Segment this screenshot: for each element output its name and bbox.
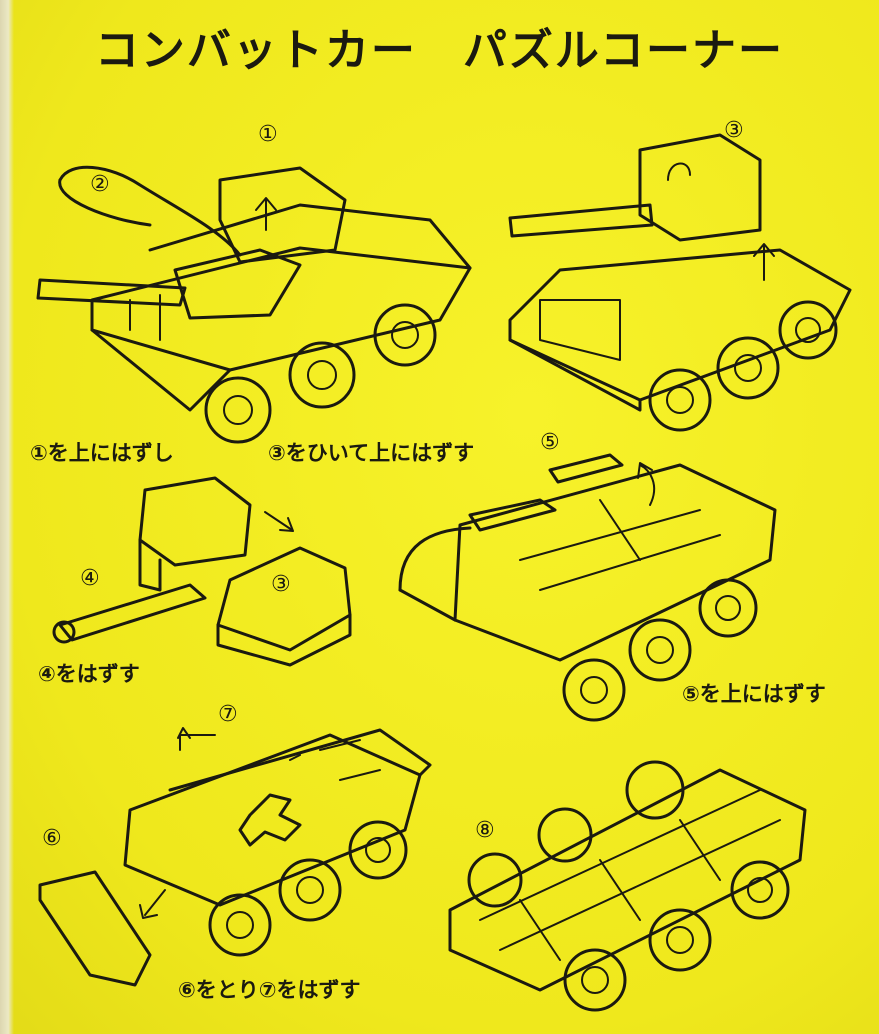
illustration-step-8 (448, 760, 807, 1012)
caption-step-1: ①を上にはずし (30, 441, 174, 465)
caption-step-6-7: ⑥をとり⑦をはずす (178, 978, 361, 1002)
marker-6: ⑥ (42, 826, 62, 851)
marker-2: ② (90, 172, 110, 197)
marker-1: ① (258, 122, 278, 147)
marker-3: ③ (724, 118, 744, 143)
marker-3-part: ③ (271, 572, 291, 597)
caption-step-5: ⑤を上にはずす (682, 682, 826, 706)
caption-step-3: ③をひいて上にはずす (268, 441, 475, 465)
illustration-step-5 (398, 453, 777, 722)
caption-step-4: ④をはずす (38, 662, 140, 686)
illustration-step-1 (36, 165, 472, 444)
marker-7: ⑦ (218, 702, 238, 727)
illustration-step-6-7 (38, 727, 432, 987)
illustration-step-4 (52, 476, 352, 667)
marker-5: ⑤ (540, 430, 560, 455)
marker-4: ④ (80, 566, 100, 591)
marker-8: ⑧ (475, 818, 495, 843)
illustration-step-3 (508, 133, 852, 432)
paper-edge (0, 0, 14, 1034)
page-title: コンバットカー パズルコーナー (94, 25, 785, 76)
